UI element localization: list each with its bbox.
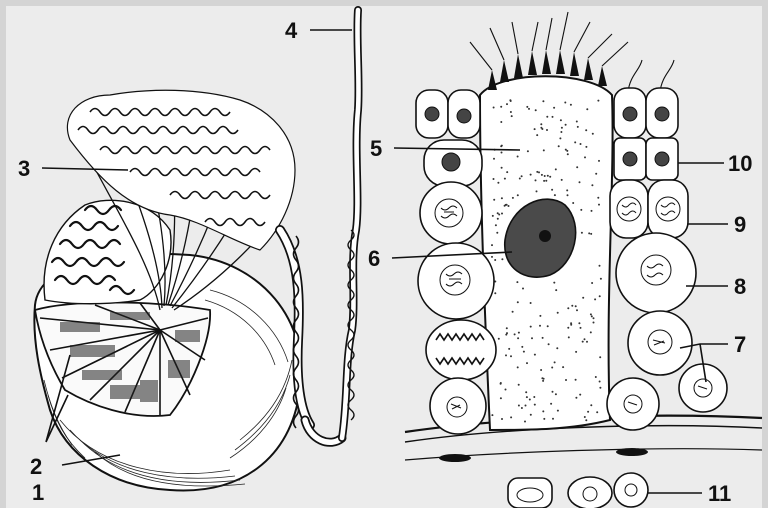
label-4: 4 — [285, 18, 298, 43]
myoid-nucleus-1 — [439, 454, 471, 462]
left-border — [0, 0, 6, 508]
myoid-nucleus-2 — [616, 448, 648, 456]
sertoli-nucleolus — [539, 230, 551, 242]
label-11: 11 — [708, 481, 731, 506]
label-2: 2 — [30, 454, 42, 479]
label-9: 9 — [734, 212, 746, 237]
label-7: 7 — [734, 332, 746, 357]
label-8: 8 — [734, 274, 746, 299]
label-10: 10 — [728, 151, 752, 176]
label-5: 5 — [370, 136, 382, 161]
top-border — [0, 0, 768, 6]
label-1: 1 — [32, 480, 44, 505]
label-6: 6 — [368, 246, 380, 271]
label-3: 3 — [18, 156, 30, 181]
right-border — [762, 0, 768, 508]
